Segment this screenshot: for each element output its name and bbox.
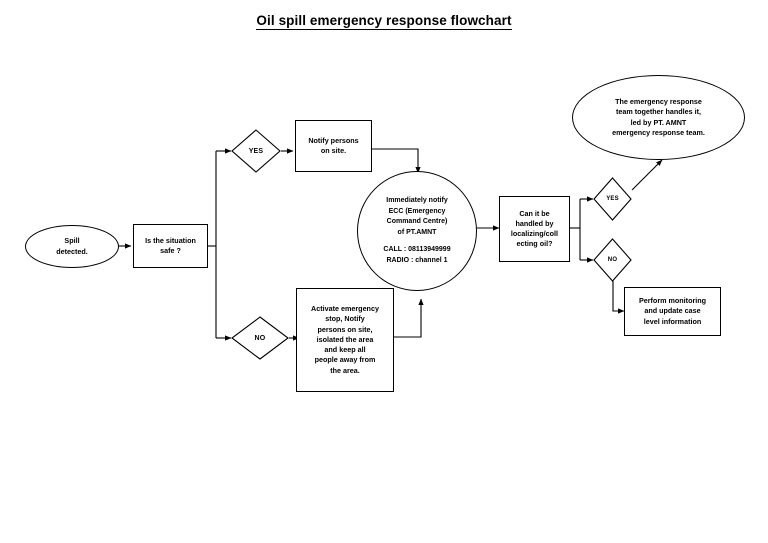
node-perform-monitoring[interactable]: Perform monitoring and update case level…	[624, 287, 721, 336]
node-is-situation-safe-label: Is the situation safe ?	[145, 235, 196, 255]
node-branch-yes-top[interactable]: YES	[231, 129, 281, 173]
page-title-text: Oil spill emergency response flowchart	[256, 13, 512, 30]
edge-activate-to-ecc	[394, 298, 424, 338]
edge-notify-to-ecc	[372, 148, 421, 174]
node-notify-persons-label: Notify persons on site.	[308, 135, 359, 155]
node-spill-detected[interactable]: Spill detected.	[25, 225, 119, 268]
node-branch-no-bottom[interactable]: NO	[231, 316, 289, 360]
node-notify-ecc[interactable]: Immediately notify ECC (Emergency Comman…	[357, 171, 477, 291]
node-branch-yes-right[interactable]: YES	[593, 177, 632, 221]
node-notify-ecc-contact: CALL : 08113949999 RADIO : channel 1	[383, 246, 451, 264]
edge-no-to-monitoring	[612, 281, 625, 314]
node-branch-no-right[interactable]: NO	[593, 238, 632, 282]
edge-yes-to-team	[631, 159, 663, 191]
node-response-team-label: The emergency response team together han…	[612, 97, 705, 137]
node-response-team[interactable]: The emergency response team together han…	[572, 75, 745, 160]
node-branch-no-bottom-label: NO	[254, 334, 266, 342]
node-notify-ecc-label: Immediately notify ECC (Emergency Comman…	[386, 197, 448, 236]
node-spill-detected-label: Spill detected.	[56, 236, 88, 256]
node-is-situation-safe[interactable]: Is the situation safe ?	[133, 224, 208, 268]
node-branch-yes-right-label: YES	[606, 196, 619, 202]
page-title: Oil spill emergency response flowchart	[0, 13, 768, 30]
node-perform-monitoring-label: Perform monitoring and update case level…	[638, 296, 707, 326]
node-activate-emergency-stop-label: Activate emergency stop, Notify persons …	[311, 304, 379, 375]
node-can-be-handled[interactable]: Can it be handled by localizing/coll ect…	[499, 196, 570, 262]
node-branch-no-right-label: NO	[607, 257, 618, 263]
node-notify-persons[interactable]: Notify persons on site.	[295, 120, 372, 172]
node-branch-yes-top-label: YES	[248, 147, 264, 155]
node-can-be-handled-label: Can it be handled by localizing/coll ect…	[510, 208, 559, 249]
node-activate-emergency-stop[interactable]: Activate emergency stop, Notify persons …	[296, 288, 394, 392]
